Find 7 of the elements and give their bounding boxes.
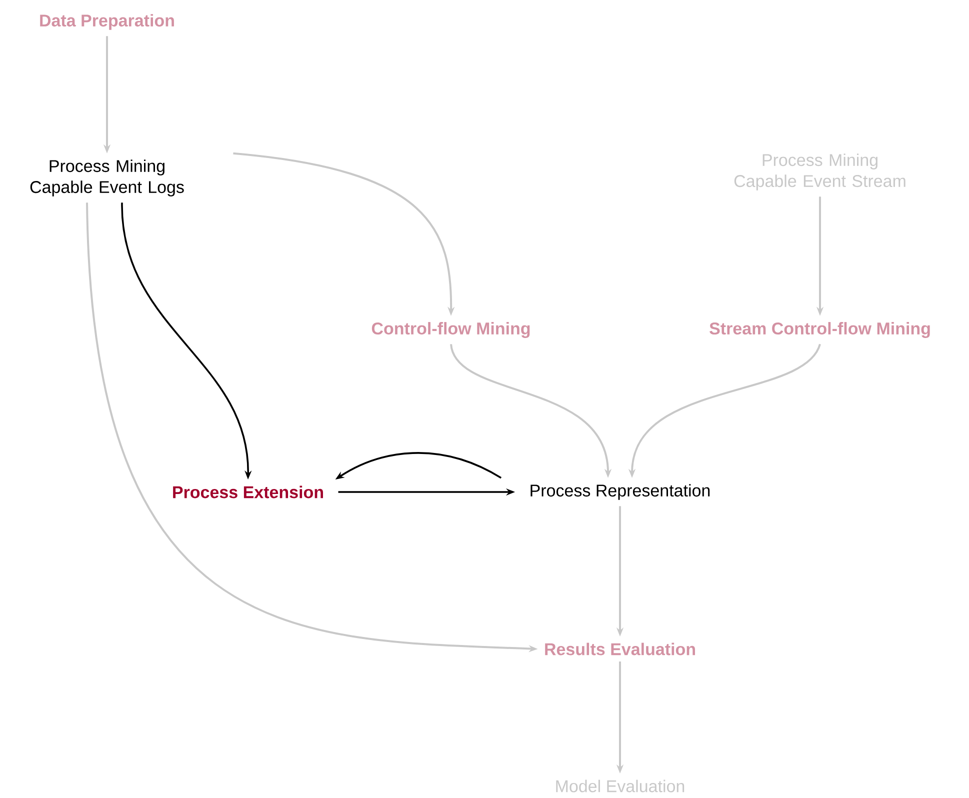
label-text: Process Mining Capable Event Logs <box>30 160 184 196</box>
label-text: Data Preparation <box>40 14 174 30</box>
label-text: Process Representation <box>530 484 710 500</box>
label-text: Control-flow Mining <box>372 322 530 338</box>
label-text: Results Evaluation <box>545 642 695 656</box>
label-text: Stream Control-flow Mining <box>710 322 930 338</box>
label-text: Process Extension <box>173 486 323 498</box>
